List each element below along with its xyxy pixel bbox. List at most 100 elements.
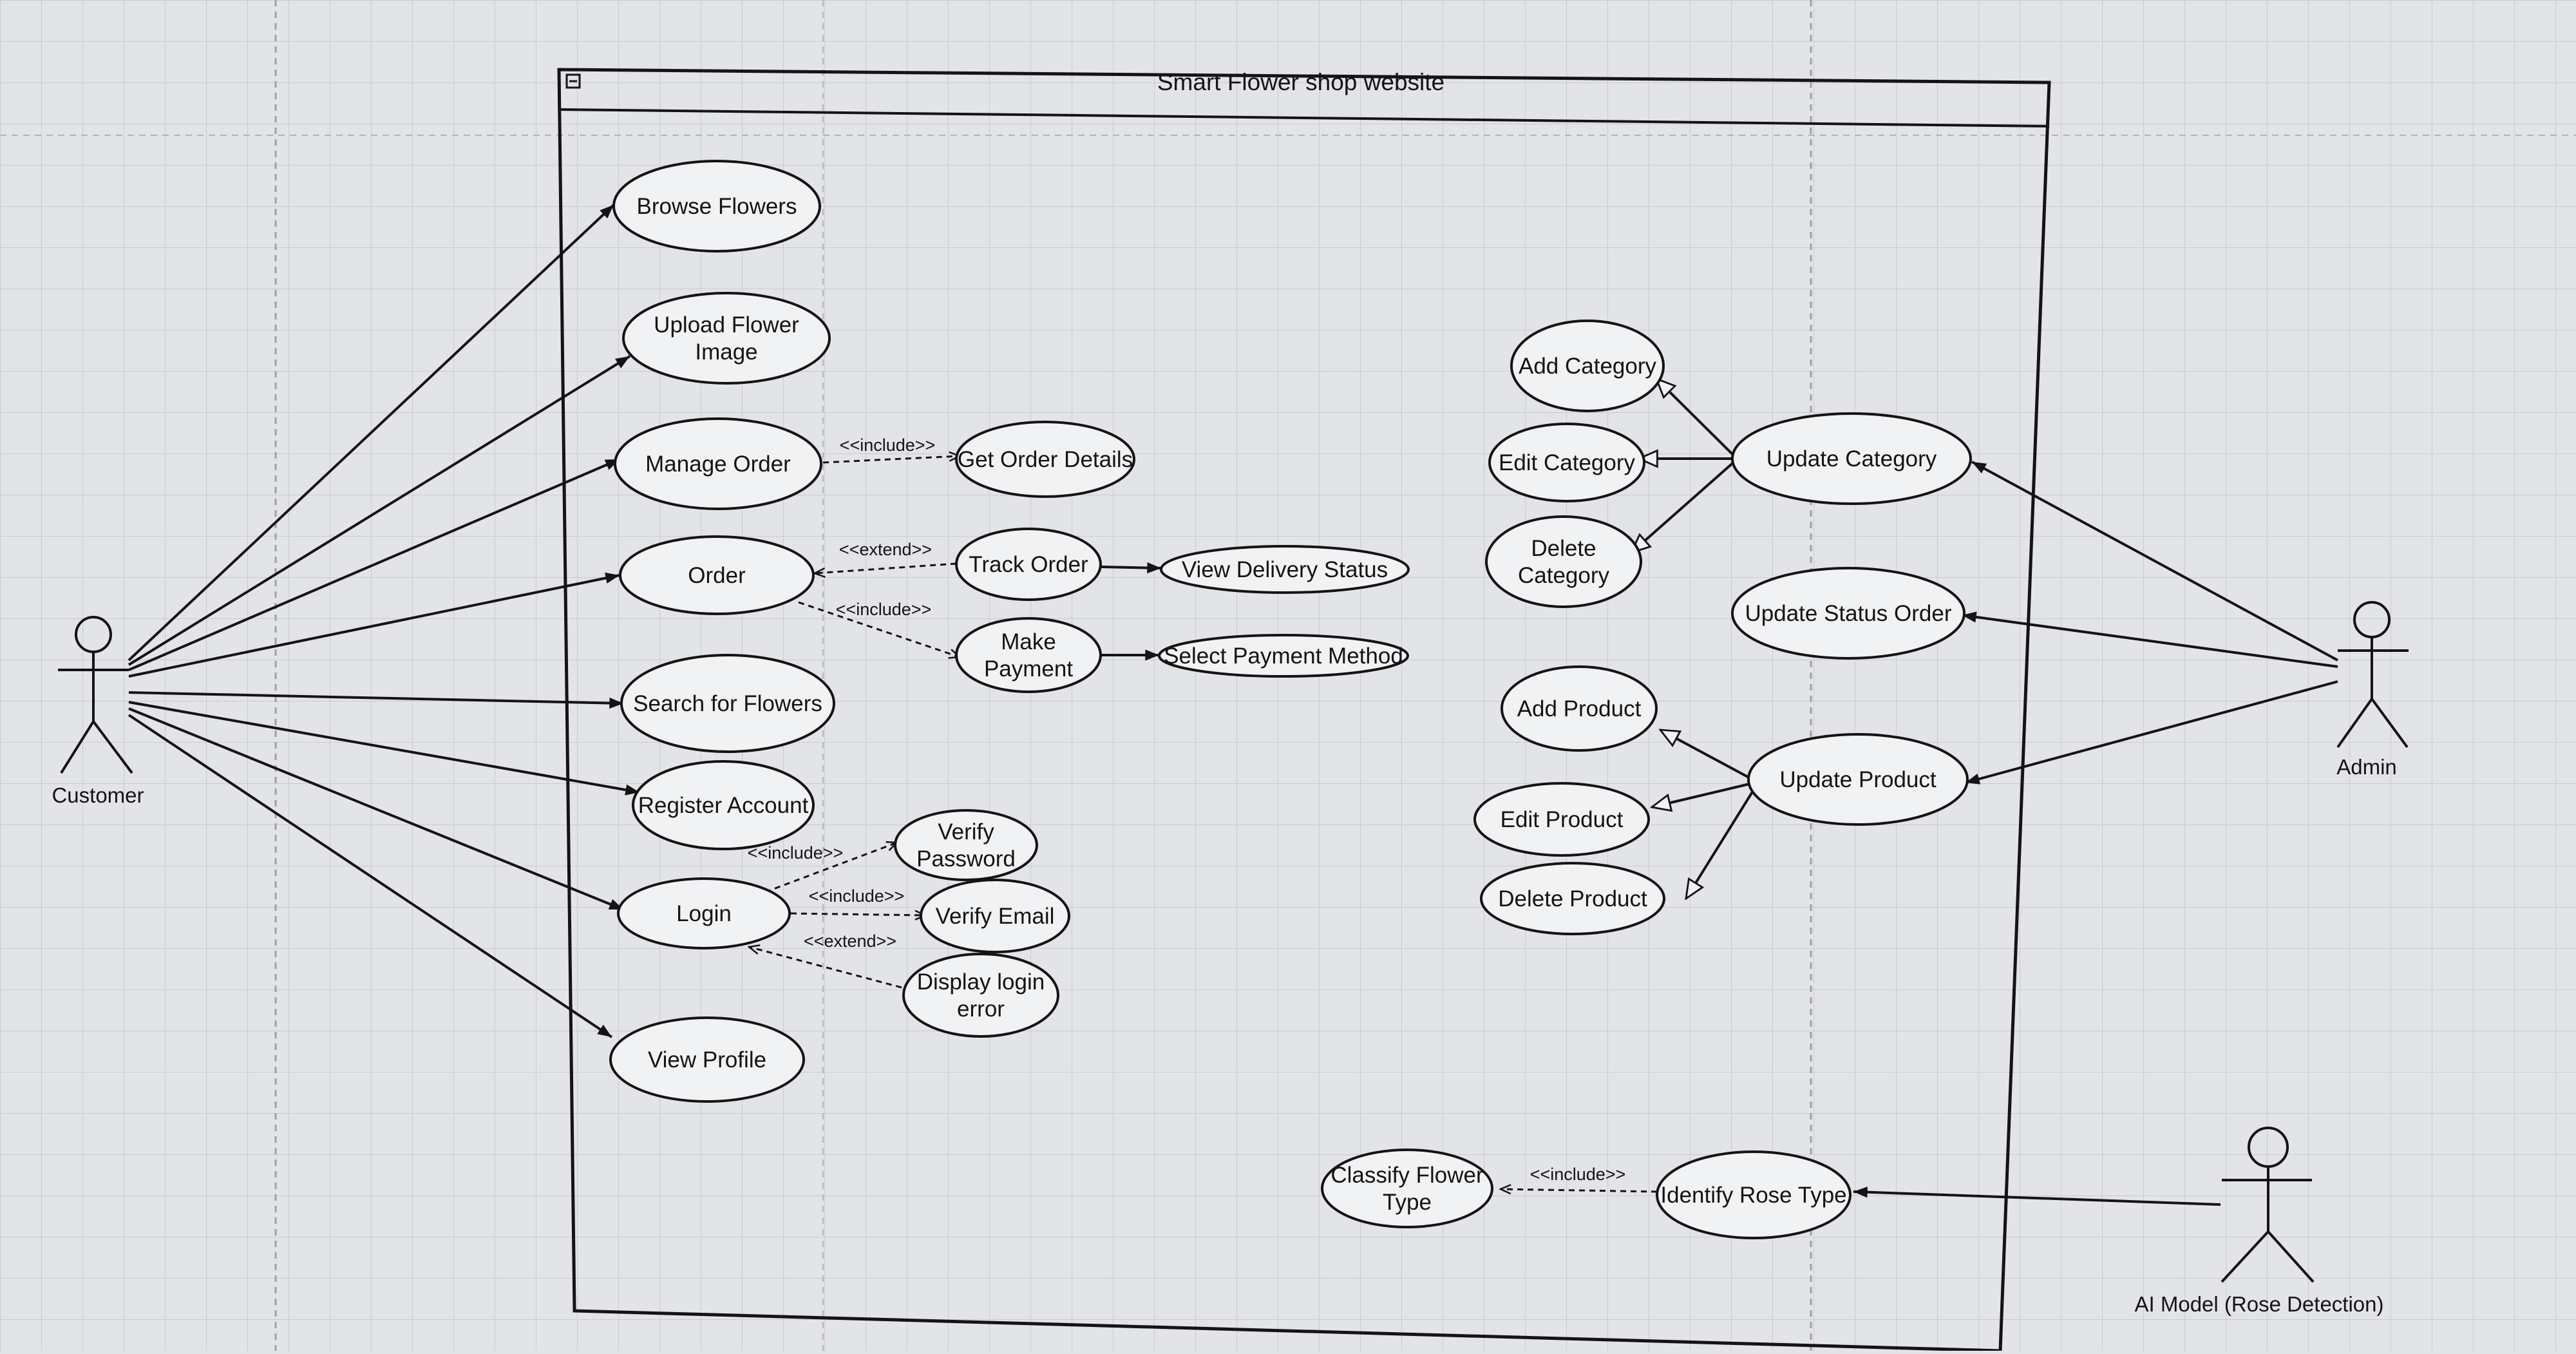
stereotype-include: <<include>> (836, 600, 932, 619)
use-case-label: Track Order (969, 552, 1088, 577)
use-case-label: Delete Product (1498, 886, 1647, 911)
use-case-ellipse (920, 879, 1070, 953)
use-case-ellipse (1510, 319, 1665, 412)
use-case-label: Edit Product (1501, 807, 1624, 832)
use-case-ellipse (1321, 1149, 1493, 1228)
use-case-label: Password (916, 846, 1016, 872)
collapse-icon (565, 73, 581, 89)
use-case-search-for-flowers[interactable]: Search for Flowers (620, 654, 835, 753)
stereotype-include: <<include>> (1530, 1165, 1626, 1184)
use-case-label: View Profile (648, 1047, 766, 1073)
use-case-label: Select Payment Method (1164, 644, 1403, 669)
stereotype-include: <<include>> (840, 435, 936, 455)
use-case-label: Manage Order (645, 452, 791, 477)
use-case-ellipse (955, 421, 1135, 498)
use-case-label: Register Account (638, 793, 809, 818)
actor-customer[interactable]: Customer (52, 616, 144, 807)
stereotype-include: <<include>> (748, 843, 844, 863)
use-case-add-product[interactable]: Add Product (1501, 665, 1658, 752)
use-case-label: Get Order Details (958, 447, 1133, 472)
use-case-identify-rose-type[interactable]: Identify Rose Type (1656, 1150, 1852, 1239)
use-case-select-payment-method[interactable]: Select Payment Method (1158, 634, 1409, 678)
use-case-label: Update Category (1766, 446, 1937, 472)
use-case-order[interactable]: Order (619, 535, 815, 615)
use-case-label: Upload Flower (654, 312, 799, 338)
use-case-register-account[interactable]: Register Account (632, 760, 815, 850)
admin-associations (1962, 461, 2338, 785)
use-case-label: Delete (1531, 536, 1596, 561)
system-boundary: Smart Flower shop website (557, 68, 2051, 1353)
use-case-manage-order[interactable]: Manage Order (614, 417, 822, 510)
use-case-ellipse (1473, 782, 1650, 857)
use-case-label: Edit Category (1499, 450, 1636, 475)
actor-admin[interactable]: Admin (2336, 601, 2409, 779)
use-case-ellipse (620, 654, 835, 753)
use-case-label: Browse Flowers (637, 194, 797, 219)
use-case-label: Verify Email (936, 904, 1055, 929)
use-case-label: Update Status Order (1745, 601, 1952, 626)
use-case-ellipse (1488, 423, 1645, 502)
actor-label: Admin (2336, 755, 2397, 779)
use-case-update-category[interactable]: Update Category (1731, 412, 1972, 505)
use-case-ellipse (902, 953, 1059, 1038)
system-title: Smart Flower shop website (1157, 69, 1444, 95)
use-case-ellipse (1160, 545, 1410, 594)
use-case-ellipse (1656, 1150, 1852, 1239)
use-case-label: Display login (917, 969, 1045, 995)
use-case-ellipse (632, 760, 815, 850)
generalization-relations (1631, 379, 1759, 899)
use-case-label: Add Category (1519, 354, 1657, 379)
use-case-view-profile[interactable]: View Profile (609, 1016, 805, 1103)
use-case-edit-category[interactable]: Edit Category (1488, 423, 1645, 502)
use-case-ellipse (617, 877, 791, 949)
use-case-edit-product[interactable]: Edit Product (1473, 782, 1650, 857)
use-case-label: Order (688, 563, 746, 588)
use-case-ellipse (955, 528, 1102, 601)
use-case-label: View Delivery Status (1182, 557, 1388, 582)
use-case-label: Classify Flower (1331, 1163, 1484, 1188)
dependency-relations (749, 456, 1658, 1192)
use-case-login[interactable]: Login (617, 877, 791, 949)
use-case-ellipse (612, 160, 821, 253)
use-case-update-product[interactable]: Update Product (1747, 733, 1969, 826)
use-case-ellipse (894, 809, 1038, 881)
use-case-label: Category (1518, 563, 1610, 588)
actor-ai-model[interactable]: AI Model (Rose Detection) (2135, 1127, 2384, 1316)
use-case-add-category[interactable]: Add Category (1510, 319, 1665, 412)
use-case-ellipse (1747, 733, 1969, 826)
stereotype-include: <<include>> (809, 886, 905, 906)
use-case-label: Update Product (1779, 767, 1936, 792)
use-case-ellipse (1731, 567, 1965, 660)
use-case-label: Add Product (1517, 696, 1642, 721)
use-case-label: Type (1383, 1190, 1432, 1215)
use-case-ellipse (1485, 515, 1642, 608)
use-case-label: Make (1001, 629, 1056, 654)
use-case-ellipse (955, 617, 1102, 693)
use-case-ellipse (1501, 665, 1658, 752)
use-case-update-status-order[interactable]: Update Status Order (1731, 567, 1965, 660)
flow-arrows (1101, 562, 1162, 661)
actor-label: Customer (52, 783, 144, 807)
use-case-delete-product[interactable]: Delete Product (1480, 862, 1665, 935)
use-case-ellipse (1480, 862, 1665, 935)
use-case-view-delivery-status[interactable]: View Delivery Status (1160, 545, 1410, 594)
use-case-track-order[interactable]: Track Order (955, 528, 1102, 601)
use-case-verify-email[interactable]: Verify Email (920, 879, 1070, 953)
use-case-label: Payment (984, 656, 1073, 682)
customer-associations (128, 204, 640, 1038)
use-case-get-order-details[interactable]: Get Order Details (955, 421, 1135, 498)
use-case-ellipse (1158, 634, 1409, 678)
use-case-browse-flowers[interactable]: Browse Flowers (612, 160, 821, 253)
stereotype-extend: <<extend>> (804, 931, 896, 951)
use-case-label: Image (695, 339, 757, 365)
actor-label: AI Model (Rose Detection) (2135, 1292, 2384, 1316)
